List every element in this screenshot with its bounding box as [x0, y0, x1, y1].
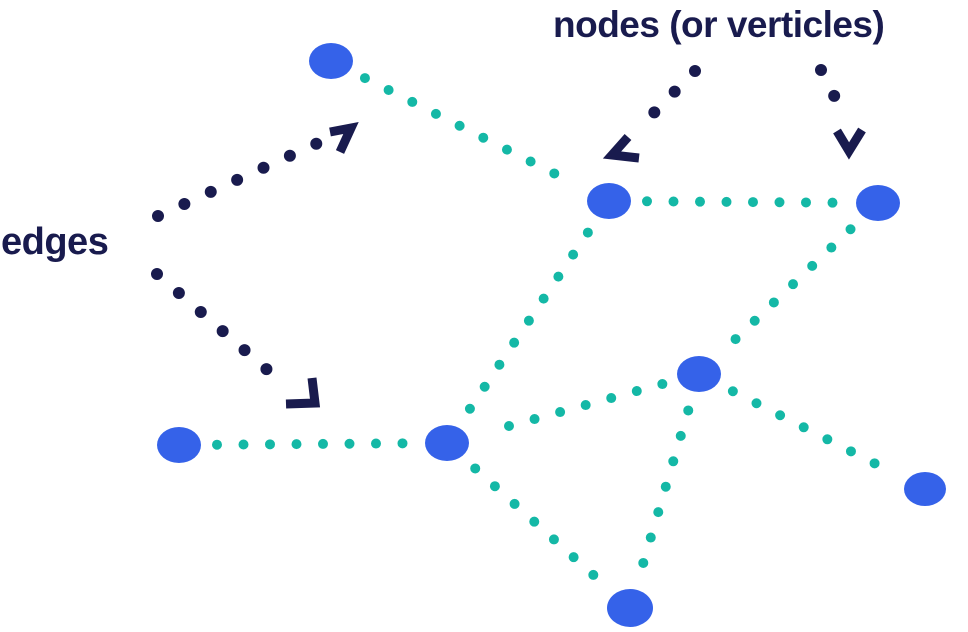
graph-node-n1 [309, 43, 353, 79]
graph-node-n8 [607, 589, 653, 627]
graph-node-n6 [425, 425, 469, 461]
annotation-arrow-line-nodes-to-right-node [815, 64, 852, 125]
graph-edge-n6-n8 [470, 463, 607, 588]
graph-edge-n2-n3 [641, 196, 846, 208]
annotation-arrow-line-edges-to-lower-edge [151, 268, 293, 393]
annotation-arrowhead-icon-edges-to-upper-edge [329, 121, 359, 154]
nodes-label: nodes (or verticles) [553, 4, 885, 45]
graph-node-n7 [904, 472, 946, 506]
graph-node-n2 [587, 183, 631, 219]
graph-edge-n3-n4 [721, 224, 856, 353]
graph-edge-n1-n2 [359, 73, 581, 189]
edges-label: edges [1, 221, 109, 263]
annotation-arrow-line-nodes-to-left-node [628, 65, 701, 139]
annotation-arrowhead-icon-nodes-to-right-node [833, 127, 866, 160]
graph-edge-n5-n6 [211, 438, 415, 450]
graph-node-n4 [677, 356, 721, 392]
graph-edge-n2-n6 [463, 227, 593, 417]
annotation-arrow-line-edges-to-upper-edge [152, 136, 326, 222]
graph-node-n5 [157, 427, 201, 463]
graph-node-n3 [856, 185, 900, 221]
annotation-arrowhead-icon-nodes-to-left-node [602, 134, 640, 163]
graph-edge-n4-n8 [635, 405, 694, 577]
graph-edge-n4-n7 [727, 386, 897, 477]
annotation-arrowhead-icon-edges-to-lower-edge [285, 377, 321, 409]
graph-edge-n4-n6 [478, 379, 668, 438]
